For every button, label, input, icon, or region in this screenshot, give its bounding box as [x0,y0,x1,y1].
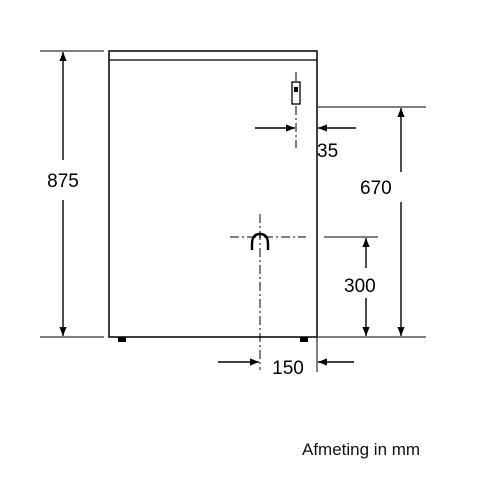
drain-connection [230,214,306,370]
dimension-height-connection: 670 [318,106,426,338]
appliance-body [108,50,318,338]
dimension-label-300: 300 [344,276,376,297]
water-connection: 35 [255,72,356,162]
dimension-height-drain: 300 [324,236,378,336]
dimension-label-150: 150 [272,358,304,379]
units-caption: Afmeting in mm [302,440,421,459]
valve-icon [291,81,301,105]
drain-pipe-icon [250,232,270,250]
dimension-label-35: 35 [317,141,338,162]
appliance-outline [108,50,318,342]
dimension-label-875: 875 [47,171,79,192]
appliance-foot-left [118,337,126,342]
dimension-label-670: 670 [360,178,392,199]
dimension-height-total: 875 [40,50,104,338]
valve-handle [294,87,298,92]
appliance-foot-right [300,337,308,342]
dimension-offset-drain: 150 [218,337,354,379]
